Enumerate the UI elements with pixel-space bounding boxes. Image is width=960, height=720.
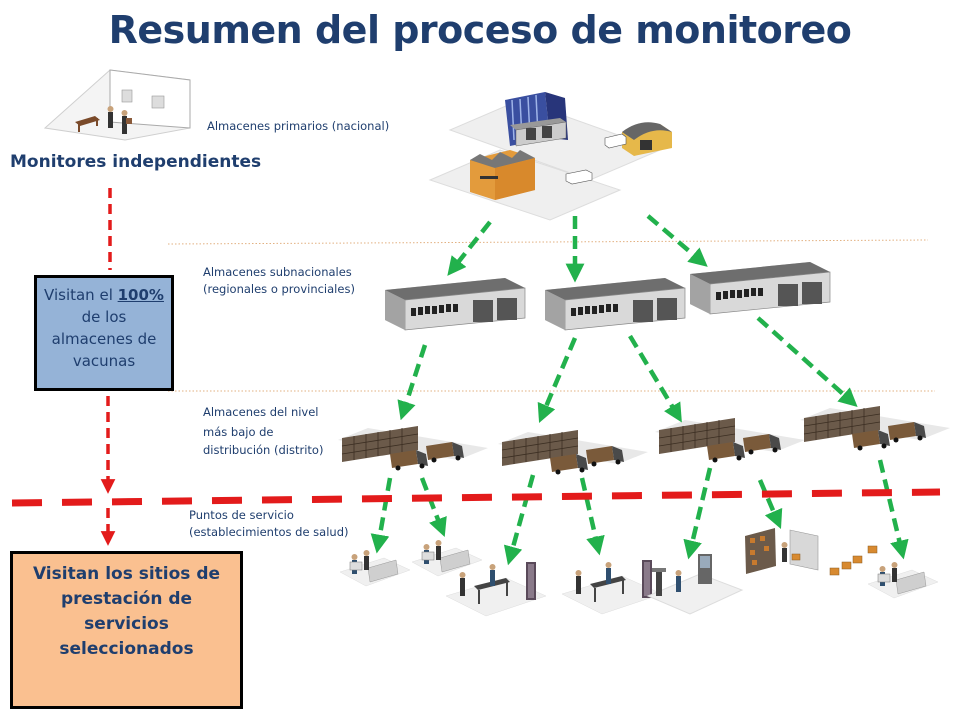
warehouse-visit-box: Visitan el 100% de los almacenes de vacu… [34, 275, 174, 391]
service-visit-box: Visitan los sitios de prestación de serv… [10, 551, 243, 709]
box-line: Visitan el 100% [37, 284, 171, 306]
page-title: Resumen del proceso de monitoreo [108, 8, 852, 52]
warehouse-icon [384, 277, 526, 331]
clinic-icon [745, 528, 878, 576]
clinic-icon [411, 539, 483, 577]
primary-warehouses-icon [428, 92, 672, 221]
box-line: almacenes de [51, 330, 157, 348]
level-label-primary: Almacenes primarios (nacional) [207, 119, 390, 133]
clinic-icon [445, 561, 547, 617]
monitor-room-icon [43, 69, 191, 141]
shelf-truck-icon [654, 417, 806, 463]
shelf-truck-icon [337, 425, 489, 471]
level-separator [167, 239, 929, 245]
box-line: seleccionados [59, 639, 194, 659]
clinic-icon [867, 561, 939, 599]
warehouse-icon [689, 261, 831, 315]
clinic-icon [646, 554, 744, 615]
shelf-truck-icon [497, 429, 649, 475]
coverage-percent: 100% [117, 286, 164, 304]
level-label-service: Puntos de servicio (establecimientos de … [189, 507, 349, 542]
warehouse-icon [544, 277, 686, 331]
sample-boundary-line [11, 488, 941, 507]
level-label-line: más bajo de [203, 425, 274, 440]
clinic-icon [339, 549, 411, 587]
clinic-icon [561, 559, 663, 615]
level-label-district: Almacenes del nivel más bajo de distribu… [203, 404, 323, 459]
monitors-label: Monitores independientes [10, 152, 262, 172]
box-line: prestación de [60, 589, 193, 609]
level-label-line: Puntos de servicio [189, 508, 294, 522]
level-label-line: Almacenes subnacionales [203, 265, 352, 279]
box-line: servicios [84, 614, 169, 634]
box-line: vacunas [72, 352, 136, 370]
shelf-truck-icon [799, 405, 951, 451]
level-label-line: (regionales o provinciales) [203, 282, 355, 297]
level-label-line: Almacenes del nivel [203, 405, 319, 419]
level-label-subnational: Almacenes subnacionales (regionales o pr… [203, 264, 355, 299]
level-label-line: (establecimientos de salud) [189, 525, 349, 540]
level-label-line: distribución (distrito) [203, 442, 324, 457]
box-line: de los [81, 308, 127, 326]
distribution-arrows [370, 214, 909, 566]
box-text: Visitan el [44, 286, 118, 304]
box-line: Visitan los sitios de [32, 564, 221, 584]
